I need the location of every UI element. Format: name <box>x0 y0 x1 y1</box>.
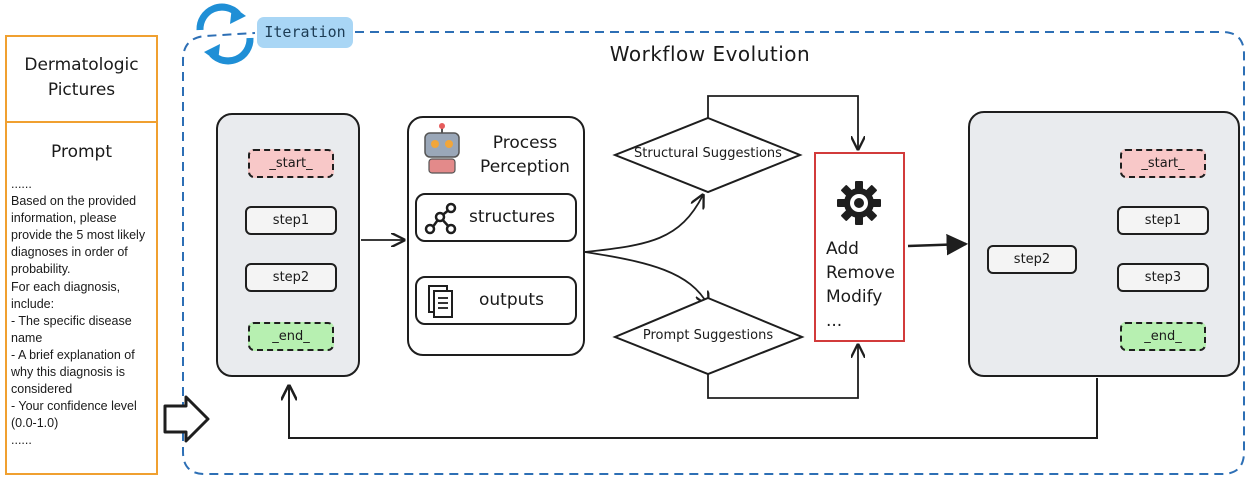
structures-label: structures <box>469 207 556 227</box>
structural-suggestions-label: Structural Suggestions <box>634 146 782 161</box>
evolved-node-step2: step2 <box>987 245 1077 274</box>
input-panel <box>5 35 158 475</box>
workflow-node-step2: step2 <box>245 263 337 292</box>
input-panel-title: Dermatologic Pictures <box>5 35 158 123</box>
robot-icon <box>424 123 460 174</box>
evolved-node-step1: step1 <box>1117 206 1209 235</box>
initial-workflow-panel: _start_ step1 step2 _end_ <box>216 113 360 377</box>
outputs-item: outputs <box>415 276 577 325</box>
graph-structure-icon <box>424 202 457 235</box>
iteration-badge: Iteration <box>257 17 353 48</box>
action-remove: Remove <box>826 263 895 283</box>
iteration-cycle-icon <box>196 3 254 65</box>
evolved-node-step3: step3 <box>1117 263 1209 292</box>
workflow-node-start: _start_ <box>248 149 334 178</box>
action-modify: Modify <box>826 287 883 307</box>
modification-actions: Add Remove Modify ... <box>826 237 895 333</box>
outputs-label: outputs <box>479 290 544 310</box>
workflow-node-step1: step1 <box>245 206 337 235</box>
prompt-suggestions-label: Prompt Suggestions <box>642 328 774 343</box>
diagram-title: Workflow Evolution <box>609 42 811 66</box>
structural-suggestions-diamond <box>612 116 803 194</box>
prompt-heading: Prompt <box>51 142 112 162</box>
gear-icon <box>837 181 881 225</box>
workflow-node-end: _end_ <box>248 322 334 351</box>
evolved-node-end: _end_ <box>1120 322 1206 351</box>
iteration-frame <box>182 31 1245 475</box>
process-perception-title: Process Perception <box>480 133 570 177</box>
evolved-node-start: _start_ <box>1120 149 1206 178</box>
prompt-text: ...... Based on the provided information… <box>11 177 146 448</box>
evolved-workflow-panel: _start_ step1 step2 step3 _end_ <box>968 111 1240 377</box>
action-add: Add <box>826 239 859 259</box>
action-more: ... <box>826 311 843 331</box>
structures-item: structures <box>415 193 577 242</box>
document-icon <box>428 285 453 318</box>
input-arrow-icon <box>163 395 210 443</box>
